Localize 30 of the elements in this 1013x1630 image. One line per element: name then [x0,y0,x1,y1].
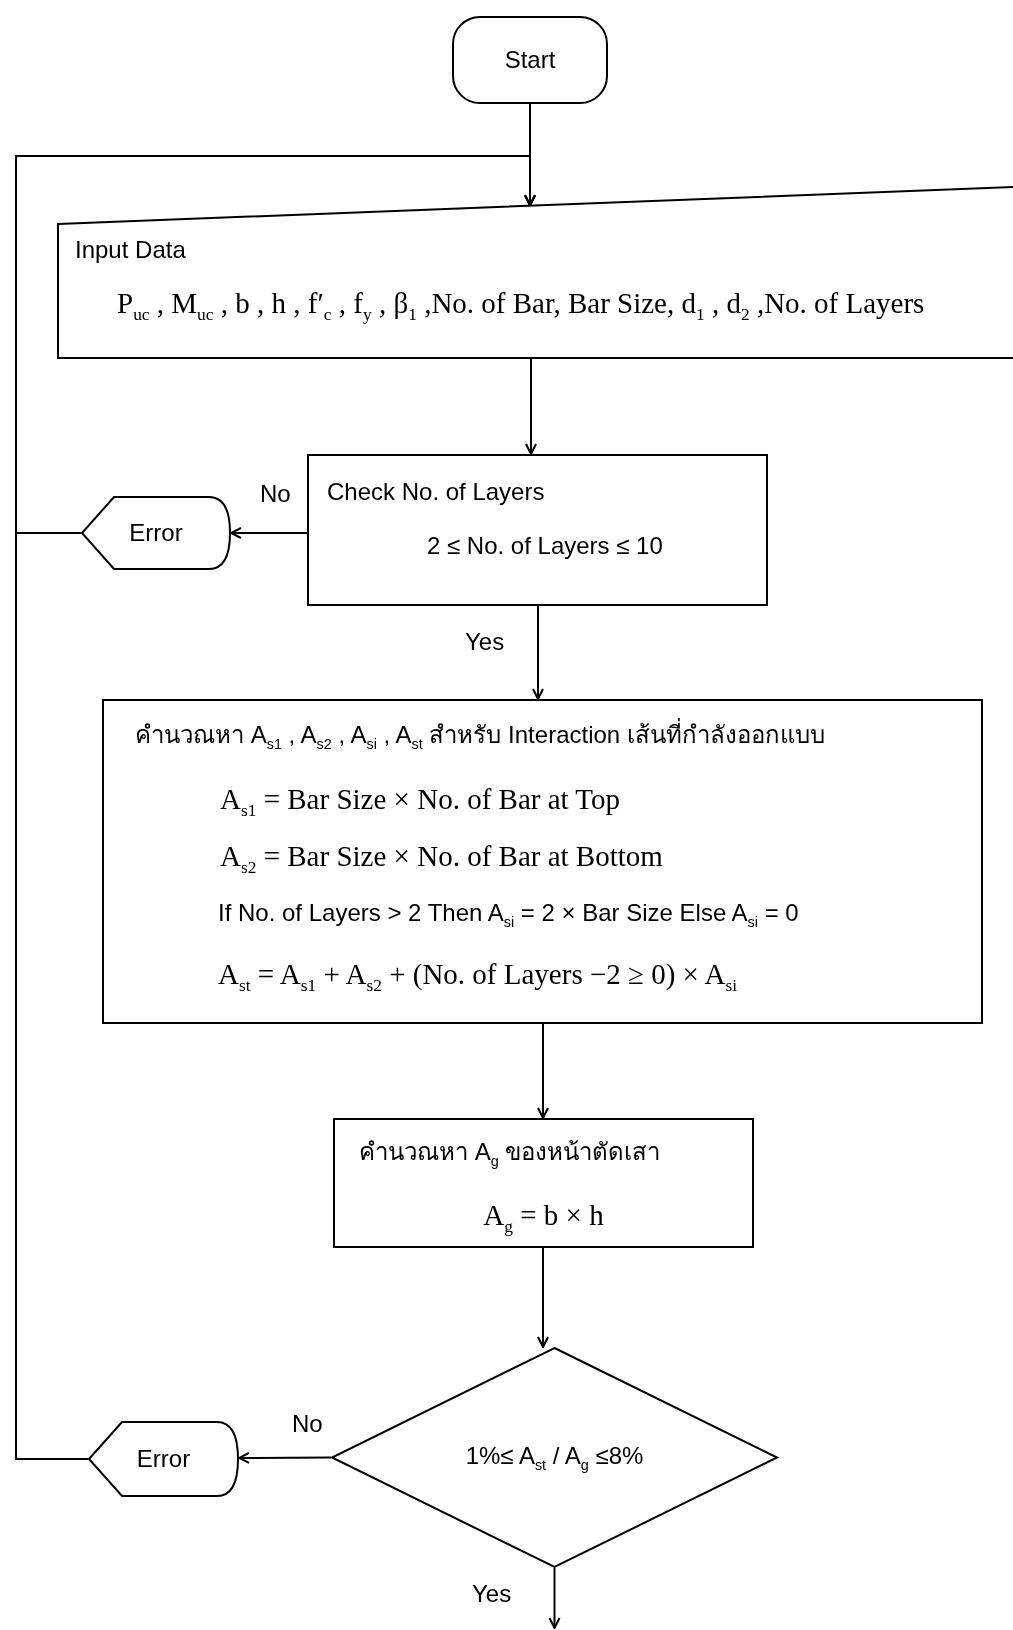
formula-text: P$_{uc}$ , M$_{uc}$ , b , h , f′$_{c}$ , f$_{y}$ , β$_{1}$ ,No. of Bar, Bar Size, d$_{1}$ , d$_{2}$ ,No. of Layers [117,286,925,325]
arrow [238,1451,332,1464]
process-box [102,699,983,1024]
arrow [532,605,544,700]
formula-text: A$_{st}$ = A$_{s1}$ + A$_{s2}$ + (No. of Layers −2 ≥ 0) × A$_{si}$ [218,957,738,996]
heading-text: Check No. of Layers [327,478,545,507]
arrow [15,155,536,1460]
formula-text: A$_{s2}$ = Bar Size × No. of Bar at Bottom [220,839,663,878]
heading-text: คำนวณหา A$_{g}$ ของหน้าตัดเสา [359,1138,661,1171]
body-text: Error [136,1445,191,1474]
input-box [57,186,1013,359]
arrow [537,1247,549,1348]
body-text: If No. of Layers > 2 Then A$_{si}$ = 2 × Bar Size Else A$_{si}$ = 0 [218,899,799,932]
arrow [525,358,537,455]
body-text: 2 ≤ No. of Layers ≤ 10 [427,532,663,561]
body-text: 1%≤ A$_{st}$ / A$_{g}$ ≤8% [465,1442,644,1475]
arrow [230,527,308,539]
formula-text: A$_{g}$ = b × h [483,1198,604,1237]
arrow [548,1567,561,1629]
arrow [537,1023,549,1119]
body-text: Error [129,519,183,548]
start-terminator [452,16,608,104]
formula-text: A$_{s1}$ = Bar Size × No. of Bar at Top [220,782,620,821]
heading-text: Input Data [75,236,186,265]
body-text: Start [504,46,556,75]
process-box [333,1118,754,1248]
process-box [307,454,768,606]
error-display [81,496,231,570]
error-display [88,1421,239,1497]
decision-diamond [331,1347,778,1568]
